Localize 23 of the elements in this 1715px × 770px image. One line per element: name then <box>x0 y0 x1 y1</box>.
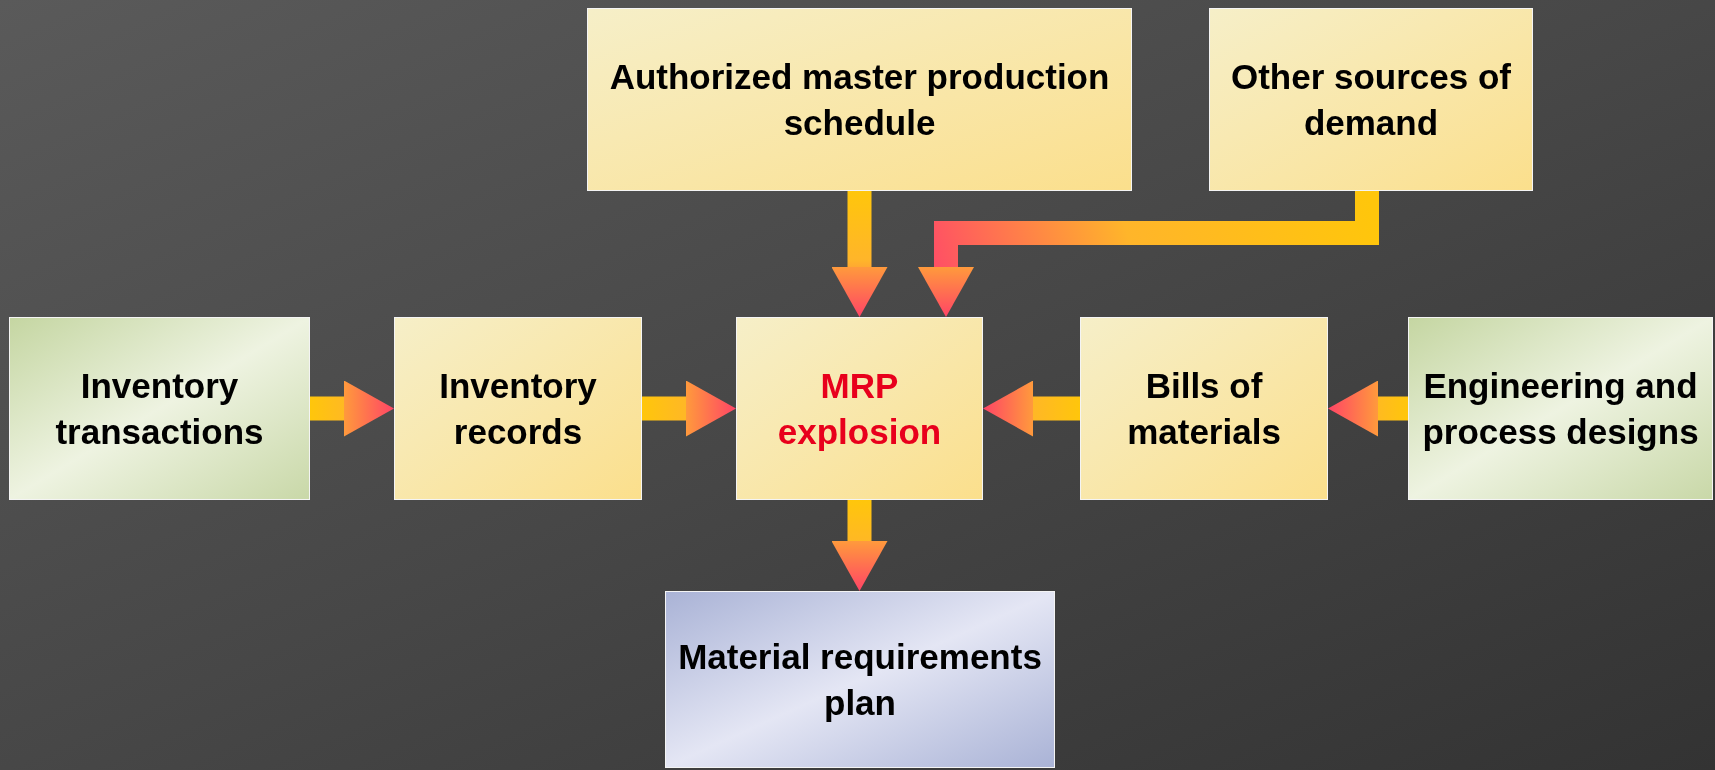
arrow <box>983 380 1080 437</box>
box-label: Inventory transactions <box>54 364 265 453</box>
process-box <box>665 591 1055 768</box>
box-label: Inventory records <box>438 364 598 453</box>
arrow <box>310 380 394 437</box>
box-label: Bills of materials <box>1126 364 1282 453</box>
arrow <box>1328 380 1408 437</box>
process-box <box>1408 317 1713 500</box>
process-box <box>736 317 983 500</box>
process-box <box>1080 317 1328 500</box>
process-box <box>1209 8 1533 191</box>
box-label: MRP explosion <box>776 364 943 453</box>
process-box <box>587 8 1132 191</box>
box-label: Material requirements plan <box>678 635 1042 724</box>
arrow <box>831 500 888 591</box>
box-label: Authorized master production schedule <box>608 55 1111 144</box>
box-label: Engineering and process designs <box>1421 364 1700 453</box>
process-box <box>9 317 310 500</box>
box-label: Other sources of demand <box>1229 55 1513 144</box>
arrow <box>918 191 1379 317</box>
arrow <box>642 380 736 437</box>
process-box <box>394 317 642 500</box>
arrow <box>831 191 888 317</box>
